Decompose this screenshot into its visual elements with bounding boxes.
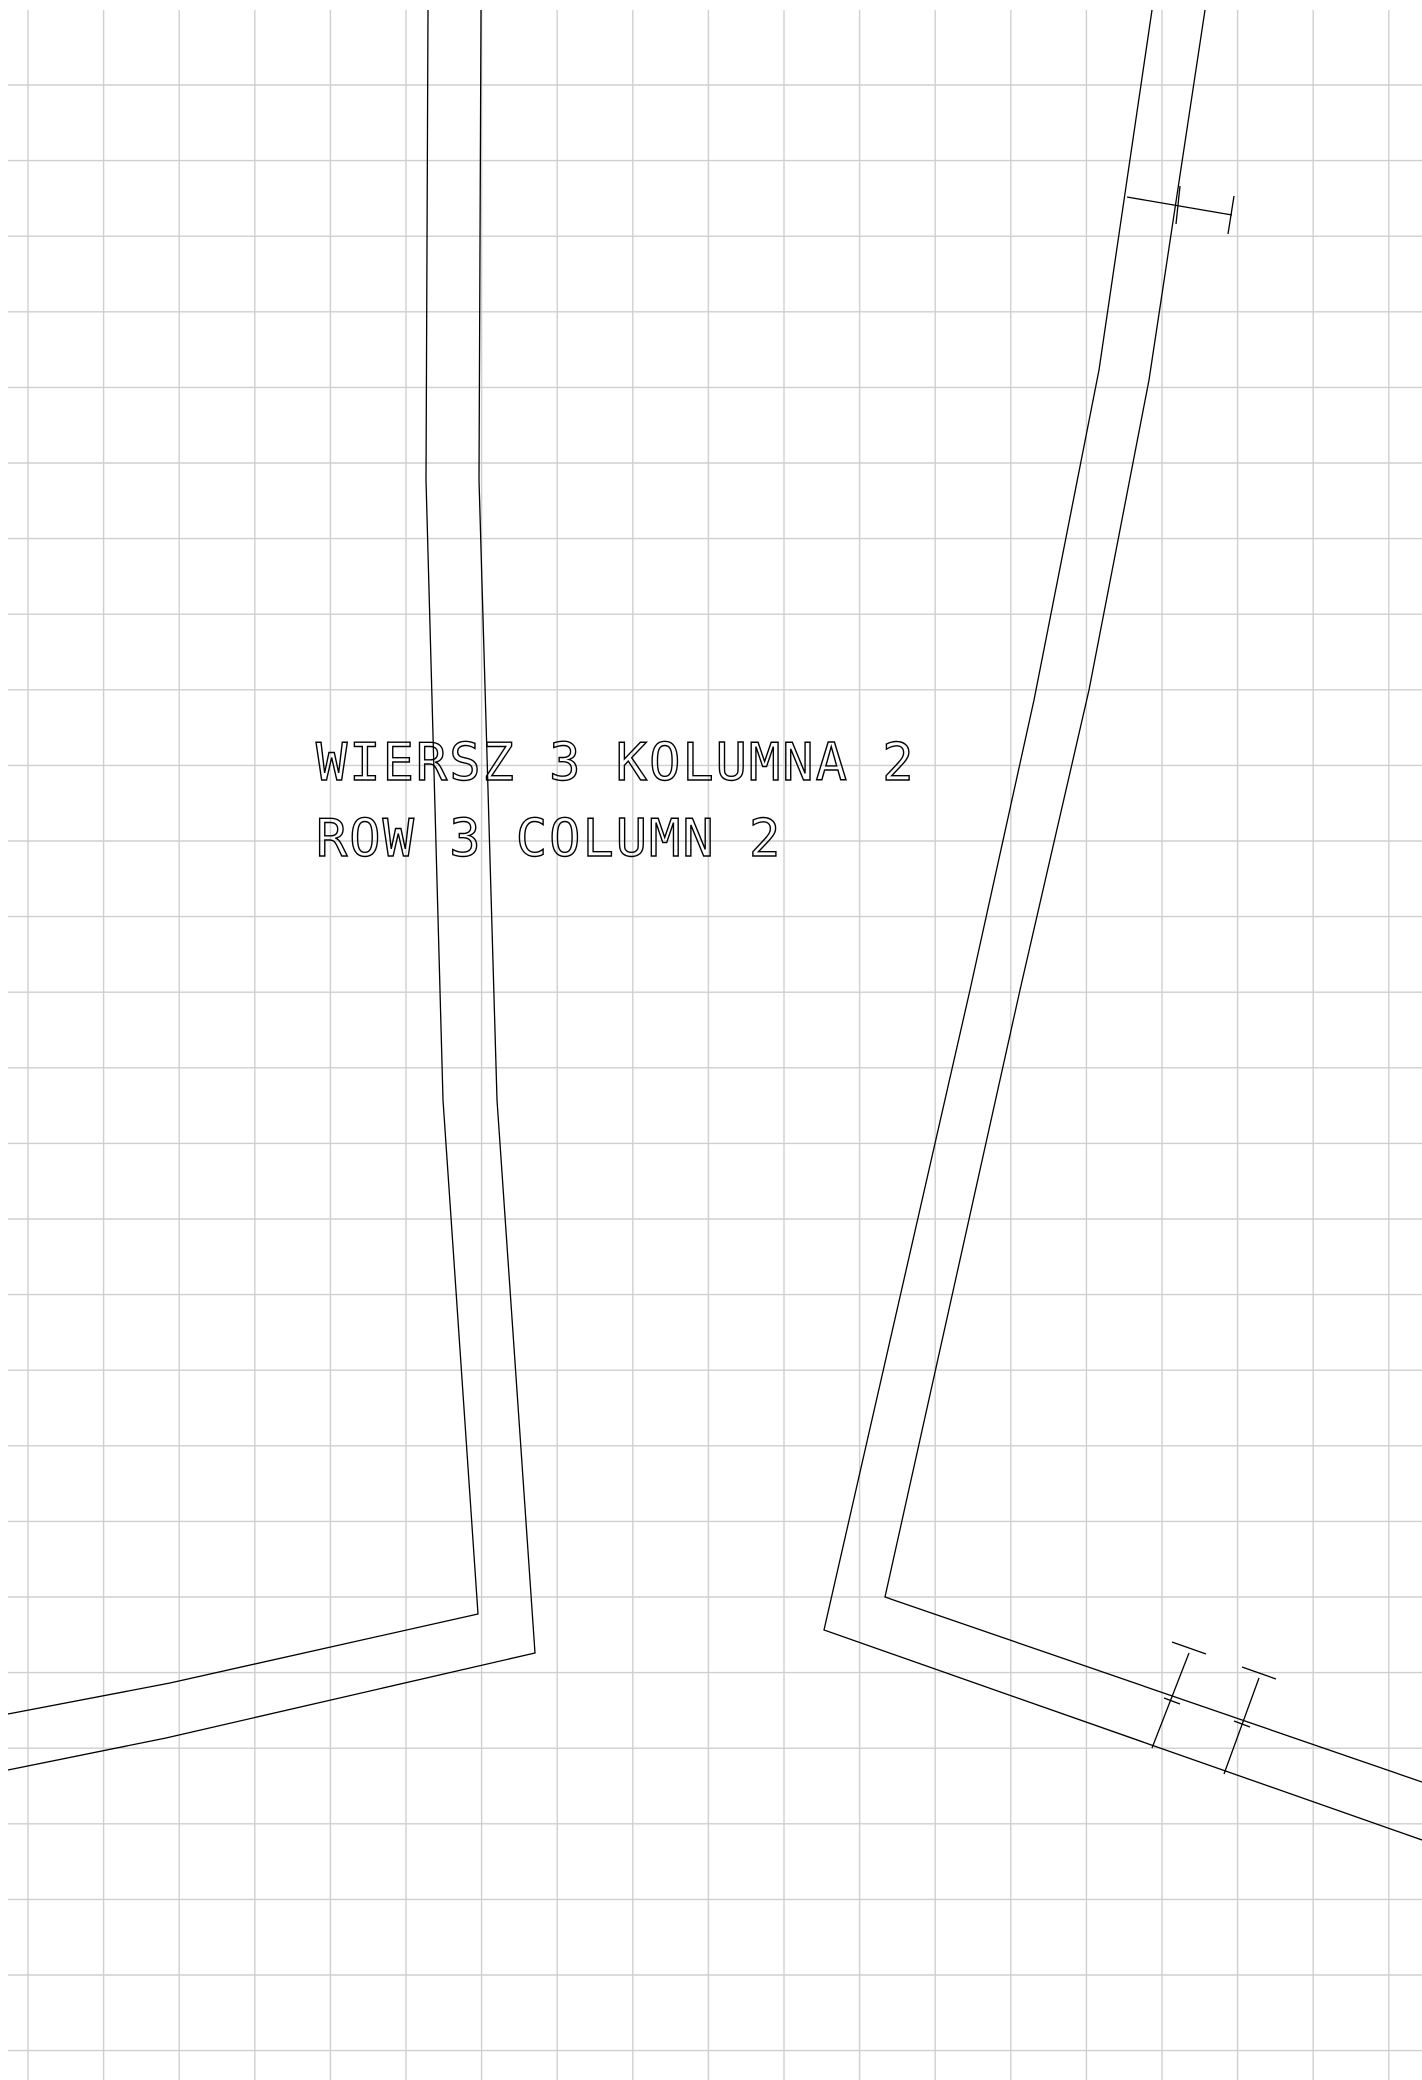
sheet-label-english: ROW 3 COLUMN 2 xyxy=(316,809,782,869)
left-piece-outline-outer xyxy=(7,9,536,1771)
left-piece-outline-inner xyxy=(7,9,479,1715)
right-piece-outline-inner xyxy=(823,9,1422,1841)
sheet-label-polish: WIERSZ 3 KOLUMNA 2 xyxy=(316,733,916,793)
right-piece-outline-outer xyxy=(884,9,1422,1783)
seam-allowance-marker-bottom-left xyxy=(1151,1641,1207,1749)
seam-allowance-marker-top xyxy=(1126,185,1235,235)
seam-allowance-marker-bottom-right xyxy=(1223,1666,1277,1775)
grid xyxy=(8,10,1422,2080)
